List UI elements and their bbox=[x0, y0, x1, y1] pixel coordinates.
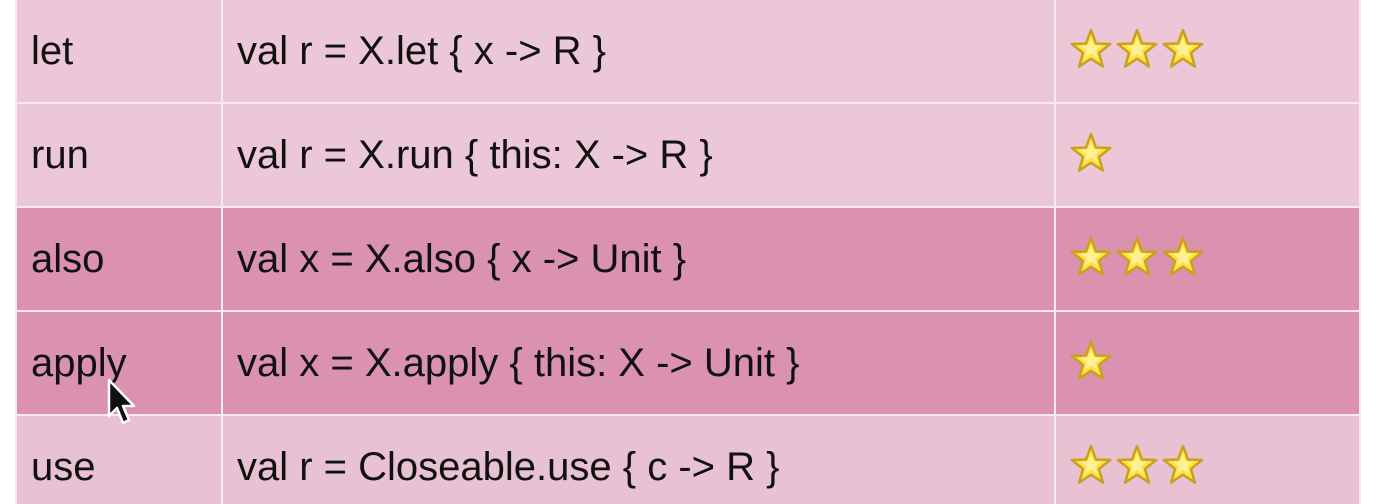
function-name-cell: let bbox=[15, 0, 223, 104]
rating-cell bbox=[1054, 206, 1361, 312]
function-name-cell: apply bbox=[15, 310, 223, 416]
star-rating bbox=[1070, 441, 1204, 489]
function-name-cell: also bbox=[15, 206, 223, 312]
star-icon bbox=[1116, 236, 1158, 276]
star-rating bbox=[1070, 25, 1204, 73]
function-name-cell: use bbox=[15, 414, 223, 504]
star-icon bbox=[1116, 28, 1158, 68]
star-icon bbox=[1070, 444, 1112, 484]
signature-cell: val x = X.apply { this: X -> Unit } bbox=[221, 310, 1056, 416]
rating-cell bbox=[1054, 102, 1361, 208]
function-name-cell: run bbox=[15, 102, 223, 208]
star-icon bbox=[1162, 28, 1204, 68]
signature-cell: val r = X.let { x -> R } bbox=[221, 0, 1056, 104]
star-rating bbox=[1070, 233, 1204, 281]
table-row: run val r = X.run { this: X -> R } bbox=[15, 102, 1361, 208]
star-icon bbox=[1116, 444, 1158, 484]
rating-cell bbox=[1054, 310, 1361, 416]
star-icon bbox=[1070, 340, 1112, 380]
star-icon bbox=[1162, 236, 1204, 276]
star-icon bbox=[1070, 132, 1112, 172]
star-icon bbox=[1070, 28, 1112, 68]
table-row: apply val x = X.apply { this: X -> Unit … bbox=[15, 310, 1361, 416]
table-row: let val r = X.let { x -> R } bbox=[15, 0, 1361, 104]
scope-functions-table: let val r = X.let { x -> R } run val r =… bbox=[15, 0, 1361, 504]
signature-cell: val r = X.run { this: X -> R } bbox=[221, 102, 1056, 208]
table-row: also val x = X.also { x -> Unit } bbox=[15, 206, 1361, 312]
table-row: use val r = Closeable.use { c -> R } bbox=[15, 414, 1361, 504]
signature-cell: val r = Closeable.use { c -> R } bbox=[221, 414, 1056, 504]
signature-cell: val x = X.also { x -> Unit } bbox=[221, 206, 1056, 312]
star-rating bbox=[1070, 129, 1112, 177]
star-rating bbox=[1070, 337, 1112, 385]
rating-cell bbox=[1054, 0, 1361, 104]
star-icon bbox=[1070, 236, 1112, 276]
star-icon bbox=[1162, 444, 1204, 484]
rating-cell bbox=[1054, 414, 1361, 504]
